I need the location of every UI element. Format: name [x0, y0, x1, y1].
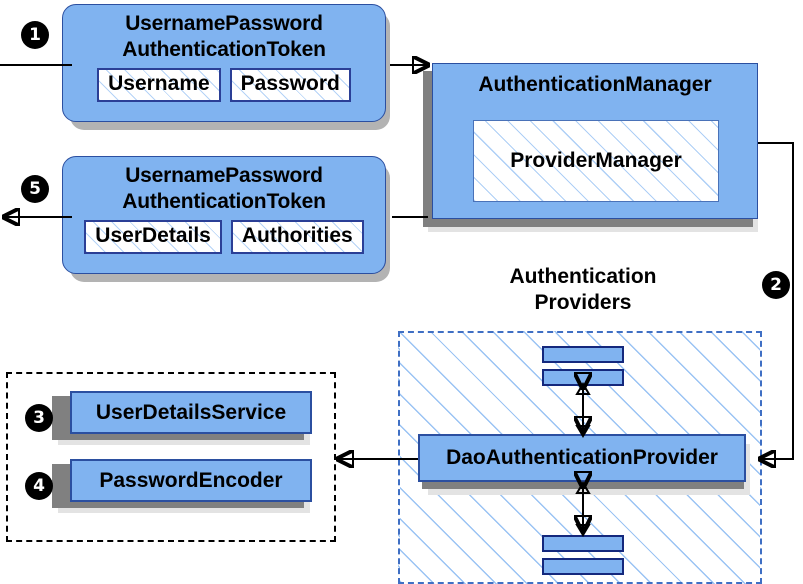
request-token-title-line2: AuthenticationToken — [122, 38, 326, 61]
dao-authentication-provider-card[interactable]: DaoAuthenticationProvider — [418, 434, 746, 482]
step-marker-4: 4 — [26, 473, 52, 499]
request-token-title-line1: UsernamePassword — [125, 12, 323, 35]
providers-region-title: Authentication Providers — [470, 264, 696, 316]
authentication-manager-card[interactable]: AuthenticationManager ProviderManager — [432, 63, 758, 219]
provider-bar-top-2[interactable] — [542, 369, 624, 386]
providers-title-line1: Authentication — [509, 265, 657, 288]
step-marker-5: 5 — [22, 176, 48, 202]
password-encoder-card[interactable]: PasswordEncoder — [70, 459, 312, 502]
response-token-fields: UserDetails Authorities — [63, 220, 385, 254]
field-username: Username — [97, 68, 221, 102]
provider-bar-top-1[interactable] — [542, 346, 624, 363]
step-marker-3: 3 — [26, 405, 52, 431]
step-marker-2: 2 — [763, 272, 789, 298]
request-token-fields: Username Password — [63, 68, 385, 102]
user-details-service-card[interactable]: UserDetailsService — [70, 391, 312, 434]
step-marker-1: 1 — [22, 22, 48, 48]
field-userdetails: UserDetails — [84, 220, 222, 254]
provider-bar-bottom-2[interactable] — [542, 558, 624, 575]
providers-title-line2: Providers — [534, 291, 632, 314]
response-token-title-line1: UsernamePassword — [125, 164, 323, 187]
wire-manager-to-provider — [758, 142, 794, 459]
provider-bar-bottom-1[interactable] — [542, 535, 624, 552]
response-token-card[interactable]: UsernamePassword AuthenticationToken Use… — [62, 156, 386, 274]
request-token-title: UsernamePassword AuthenticationToken — [63, 5, 385, 63]
field-password: Password — [229, 68, 351, 102]
response-token-title: UsernamePassword AuthenticationToken — [63, 157, 385, 215]
response-token-title-line2: AuthenticationToken — [122, 190, 326, 213]
request-token-card[interactable]: UsernamePassword AuthenticationToken Use… — [62, 4, 386, 122]
authentication-manager-title: AuthenticationManager — [478, 73, 712, 96]
provider-manager-box[interactable]: ProviderManager — [473, 120, 719, 202]
field-authorities: Authorities — [230, 220, 364, 254]
